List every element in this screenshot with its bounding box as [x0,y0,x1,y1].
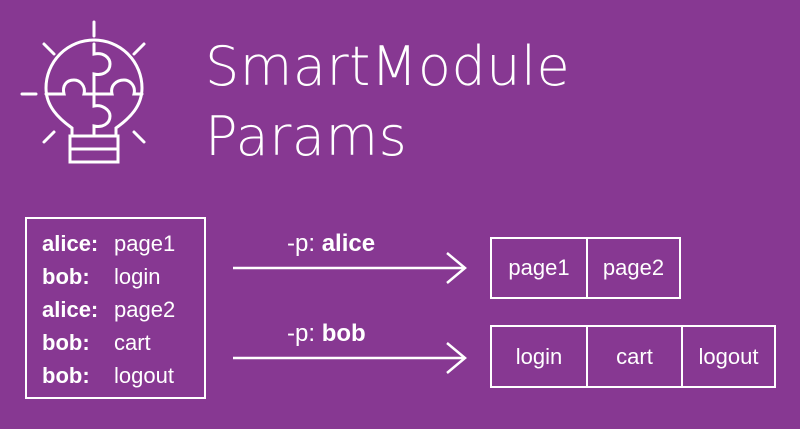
record-value: cart [114,330,151,355]
record-row: bob: cart [42,332,151,354]
param-value: bob [321,320,366,347]
param-value: alice [321,230,376,257]
record-value: page2 [114,297,176,322]
record-value: logout [114,363,174,388]
output-cell: page2 [586,239,679,297]
output-stream-alice: page1 page2 [490,237,681,299]
lightbulb-puzzle-icon [20,20,146,164]
record-row: bob: logout [42,365,174,387]
record-value: page1 [114,231,176,256]
output-cell: login [515,343,563,369]
record-key: alice: [42,297,99,322]
record-row: alice: page1 [42,233,175,255]
record-key: bob: [42,363,90,388]
output-stream-bob: login cart logout [490,325,776,388]
output-cell: page1 [508,255,570,280]
filter-label-alice: -p: alice [287,232,375,256]
record-row: alice: page2 [42,299,175,321]
output-cell: logout [681,327,774,386]
arrow-right-icon [233,342,467,374]
param-flag: -p: [287,320,316,347]
record-value: login [114,264,161,289]
output-cell: cart [586,327,681,386]
input-stream-box: alice: page1 bob: login alice: page2 bob: ca… [25,217,206,399]
page-title-line2: Params [205,105,408,168]
record-row: bob: login [42,266,160,288]
param-flag: -p: [287,230,316,257]
record-key: alice: [42,231,99,256]
filter-label-bob: -p: bob [287,322,366,346]
record-key: bob: [42,264,90,289]
page-title-line1: SmartModule [205,35,571,98]
record-key: bob: [42,330,90,355]
arrow-right-icon [233,252,467,284]
